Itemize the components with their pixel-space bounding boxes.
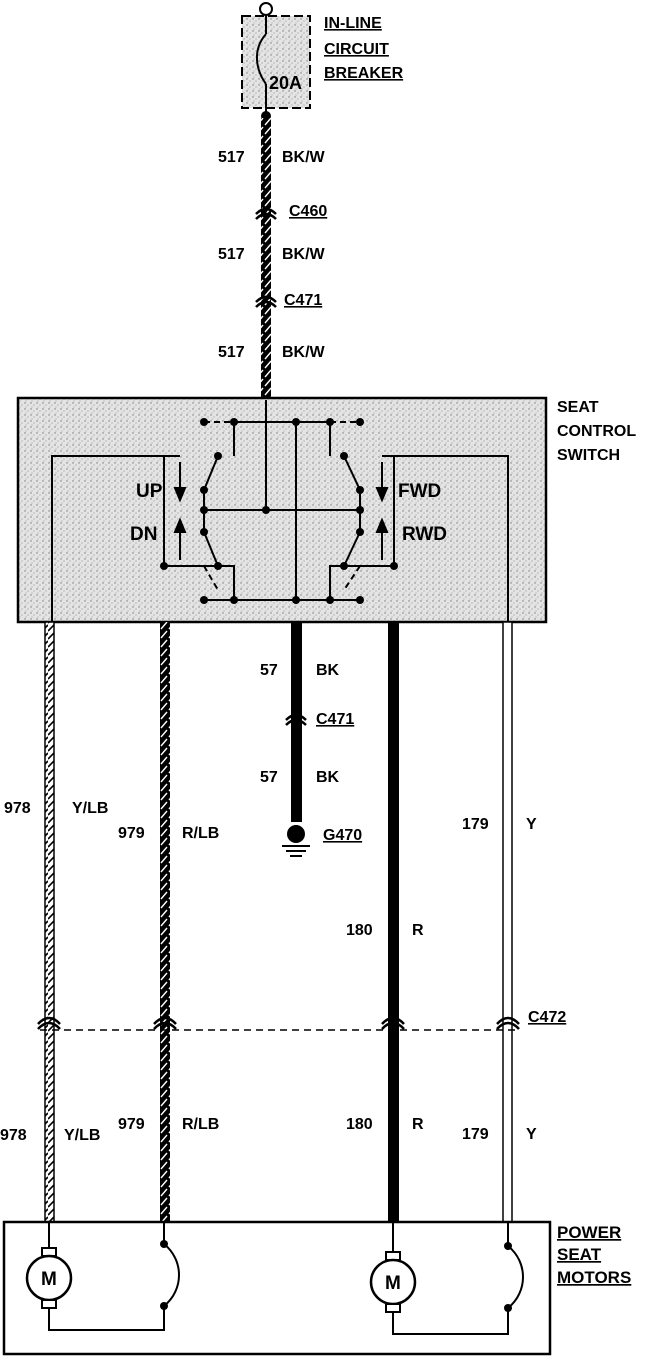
motors-title-line-1: POWER xyxy=(557,1223,621,1242)
feed-wire xyxy=(255,118,277,400)
breaker-title-line-2: CIRCUIT xyxy=(324,41,389,58)
wire-179 xyxy=(502,621,513,1223)
feed-circuit-3: 517 xyxy=(218,344,245,361)
ground-circuit-2: 57 xyxy=(260,769,278,786)
connector-c471-feed-label: C471 xyxy=(284,292,322,309)
motors-title: POWER SEAT MOTORS xyxy=(557,1223,631,1287)
motor-2-label: M xyxy=(385,1273,401,1294)
ground-wire xyxy=(282,622,310,857)
connector-c471-ground-label: C471 xyxy=(316,711,354,728)
wire-978-color-lower: Y/LB xyxy=(64,1127,100,1144)
wire-180-circuit: 180 xyxy=(346,922,373,939)
breaker-title: IN-LINE CIRCUIT BREAKER xyxy=(324,15,404,82)
wire-979 xyxy=(160,622,170,1222)
circuit-breaker: 20A xyxy=(241,2,311,121)
wire-979-circuit-lower: 979 xyxy=(118,1116,145,1133)
motor-1-label: M xyxy=(41,1269,57,1290)
feed-color-2: BK/W xyxy=(282,246,326,263)
switch-fwd-label: FWD xyxy=(398,481,441,502)
feed-circuit-1: 517 xyxy=(218,149,245,166)
wire-180 xyxy=(388,622,399,1222)
wire-978-color: Y/LB xyxy=(72,800,108,817)
breaker-title-line-3: BREAKER xyxy=(324,65,404,82)
switch-up-label: UP xyxy=(136,481,163,502)
feed-circuit-2: 517 xyxy=(218,246,245,263)
switch-title-line-1: SEAT xyxy=(557,399,599,416)
motors-title-line-2: SEAT xyxy=(557,1245,602,1264)
breaker-rating: 20A xyxy=(269,73,302,93)
wire-179-color-lower: Y xyxy=(526,1126,537,1143)
breaker-title-line-1: IN-LINE xyxy=(324,15,382,32)
switch-title-line-3: SWITCH xyxy=(557,447,620,464)
power-seat-motors: M M xyxy=(2,1220,552,1356)
wire-179-color: Y xyxy=(526,816,537,833)
switch-rwd-label: RWD xyxy=(402,524,447,545)
ground-circuit-1: 57 xyxy=(260,662,278,679)
feed-color-3: BK/W xyxy=(282,344,326,361)
switch-title-line-2: CONTROL xyxy=(557,423,636,440)
wire-979-color: R/LB xyxy=(182,825,219,842)
wire-978-circuit-lower: 978 xyxy=(0,1127,27,1144)
wire-179-circuit: 179 xyxy=(462,816,489,833)
wire-978-circuit: 978 xyxy=(4,800,31,817)
connector-c472-label: C472 xyxy=(528,1009,566,1026)
wire-978 xyxy=(44,621,55,1223)
ground-color-1: BK xyxy=(316,662,340,679)
wire-979-circuit: 979 xyxy=(118,825,145,842)
connector-c472 xyxy=(37,1016,520,1031)
wire-979-color-lower: R/LB xyxy=(182,1116,219,1133)
wire-180-circuit-lower: 180 xyxy=(346,1116,373,1133)
wire-180-color: R xyxy=(412,922,424,939)
ground-color-2: BK xyxy=(316,769,340,786)
feed-color-1: BK/W xyxy=(282,149,326,166)
switch-dn-label: DN xyxy=(130,524,157,545)
connector-c460-label: C460 xyxy=(289,203,327,220)
motors-title-line-3: MOTORS xyxy=(557,1268,631,1287)
seat-control-switch: UP DN FWD RWD xyxy=(16,396,548,624)
ground-id-label: G470 xyxy=(323,827,362,844)
wire-180-color-lower: R xyxy=(412,1116,424,1133)
switch-title: SEAT CONTROL SWITCH xyxy=(557,399,636,464)
wire-179-circuit-lower: 179 xyxy=(462,1126,489,1143)
